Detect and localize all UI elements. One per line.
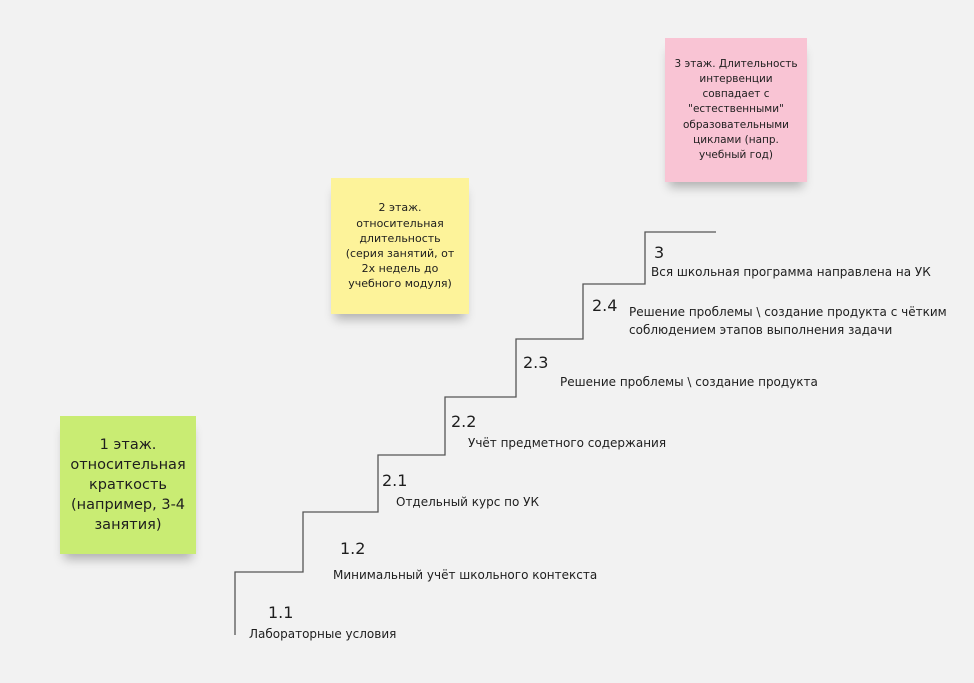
staircase-path — [234, 231, 716, 635]
step-number-1-1: 1.1 — [268, 603, 294, 622]
step-number-1-2: 1.2 — [340, 539, 366, 558]
sticky-note-floor-3: 3 этаж. Длительность интервенции совпада… — [665, 38, 807, 182]
step-number-2-1: 2.1 — [382, 471, 408, 490]
step-label-1-1: Лабораторные условия — [249, 627, 397, 641]
sticky-note-floor-3-text: 3 этаж. Длительность интервенции совпада… — [674, 57, 798, 162]
step-label-1-2: Минимальный учёт школьного контекста — [333, 568, 598, 582]
sticky-note-floor-2: 2 этаж. относительная длительность (сери… — [331, 178, 469, 314]
step-label-2-3: Решение проблемы \ создание продукта — [560, 375, 818, 389]
step-number-2-3: 2.3 — [523, 353, 549, 372]
step-number-2-2: 2.2 — [451, 412, 477, 431]
step-number-3: 3 — [654, 243, 665, 262]
sticky-note-floor-1: 1 этаж. относительная краткость (наприме… — [60, 416, 196, 554]
step-label-3: Вся школьная программа направлена на УК — [651, 265, 931, 279]
sticky-note-floor-1-text: 1 этаж. относительная краткость (наприме… — [70, 437, 186, 533]
step-label-2-4: Решение проблемы \ создание продукта с ч… — [629, 305, 947, 337]
step-label-2-2: Учёт предметного содержания — [468, 436, 667, 450]
sticky-note-floor-2-text: 2 этаж. относительная длительность (сери… — [345, 201, 455, 291]
step-label-2-1: Отдельный курс по УК — [396, 495, 540, 509]
step-number-2-4: 2.4 — [592, 296, 618, 315]
